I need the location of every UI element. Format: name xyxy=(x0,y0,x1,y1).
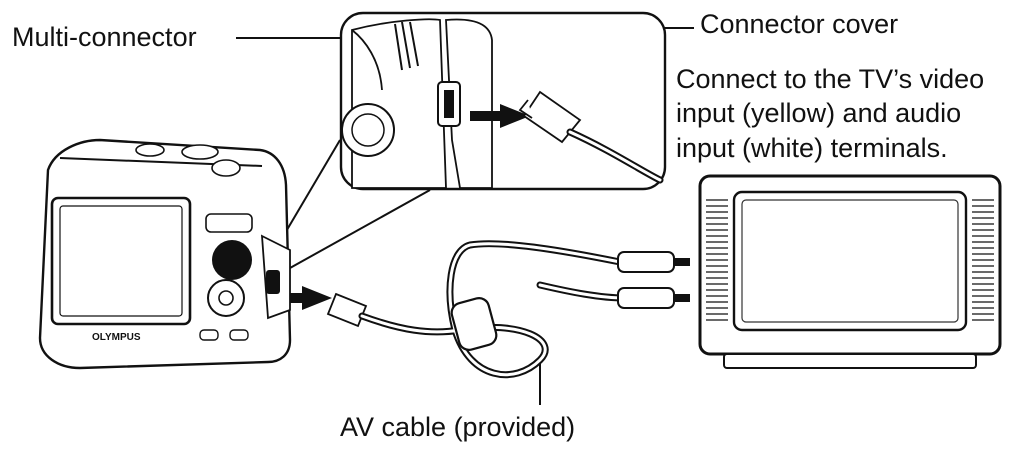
av-cable-illustration xyxy=(326,240,690,379)
label-tv-note-line-2: input (yellow) and audio xyxy=(676,98,961,128)
zoom-inset xyxy=(267,11,667,269)
camera-brand-logo: OLYMPUS xyxy=(92,332,141,343)
label-tv-note-line-3: input (white) terminals. xyxy=(676,133,948,163)
label-tv-note-line-1: Connect to the TV’s video xyxy=(676,64,984,94)
camera-illustration: OLYMPUS xyxy=(38,138,292,370)
label-connector-cover: Connector cover xyxy=(700,9,898,39)
insert-arrow-icon xyxy=(470,104,530,128)
insert-arrow-icon xyxy=(290,286,332,310)
label-av-cable: AV cable (provided) xyxy=(340,412,575,442)
tv-illustration xyxy=(698,174,1002,369)
label-multi-connector: Multi-connector xyxy=(12,22,197,52)
